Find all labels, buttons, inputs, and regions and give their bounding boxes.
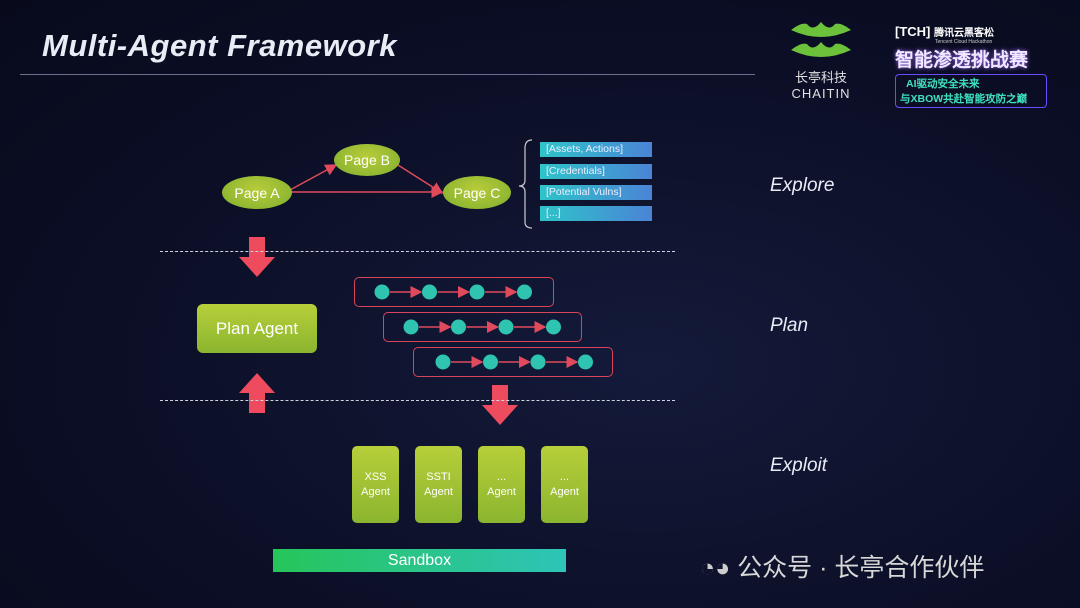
tag-assets: [Assets, Actions] <box>540 142 652 157</box>
sandbox-bar: Sandbox <box>273 549 566 572</box>
plan-step-node <box>422 284 437 300</box>
event-badge: [TCH] 腾讯云黑客松 Tencent Cloud Hackathon 智能渗… <box>895 24 1055 108</box>
page-a-node: Page A <box>222 176 292 209</box>
divider-plan-exploit <box>160 400 675 401</box>
plan-step-node <box>469 284 485 300</box>
page-b-node: Page B <box>334 144 400 176</box>
down-arrow-plan-exploit <box>482 385 518 425</box>
other-agent-2: ...Agent <box>541 446 588 523</box>
tag-more: [...] <box>540 206 652 221</box>
plan-step-node <box>517 284 532 300</box>
divider-explore-plan <box>160 251 675 252</box>
wechat-icon: ◔◕ <box>700 554 731 582</box>
down-arrow-explore-plan <box>239 237 275 277</box>
plan-chain-2 <box>383 312 582 342</box>
plan-step-node <box>403 319 419 335</box>
arrow-b-c <box>397 164 444 194</box>
logo-crown-icon <box>791 22 851 57</box>
phase-exploit: Exploit <box>770 455 828 476</box>
plan-step-node <box>483 354 498 370</box>
brace <box>518 139 533 229</box>
plan-step-node <box>546 319 561 335</box>
plan-chain-1 <box>354 277 554 307</box>
slide-title: Multi-Agent Framework <box>42 28 397 63</box>
watermark: ◔◕ 公众号 · 长亭合作伙伴 <box>700 554 985 582</box>
chaitin-logo: 长亭科技 CHAITIN <box>788 22 854 101</box>
phase-plan: Plan <box>770 315 809 336</box>
plan-step-node <box>530 354 546 370</box>
phase-explore: Explore <box>770 175 835 196</box>
title-divider <box>20 74 755 75</box>
plan-step-node <box>498 319 514 335</box>
plan-step-node <box>435 354 451 370</box>
page-c-node: Page C <box>443 176 511 209</box>
tag-vulns: [Potential Vulns] <box>540 185 652 200</box>
up-arrow-exploit-plan <box>239 373 275 413</box>
plan-step-node <box>451 319 466 335</box>
arrow-a-b <box>289 164 338 191</box>
other-agent-1: ...Agent <box>478 446 525 523</box>
plan-chain-3 <box>413 347 613 377</box>
tag-credentials: [Credentials] <box>540 164 652 179</box>
plan-agent-box: Plan Agent <box>197 304 317 353</box>
plan-step-node <box>578 354 593 370</box>
plan-step-node <box>374 284 390 300</box>
